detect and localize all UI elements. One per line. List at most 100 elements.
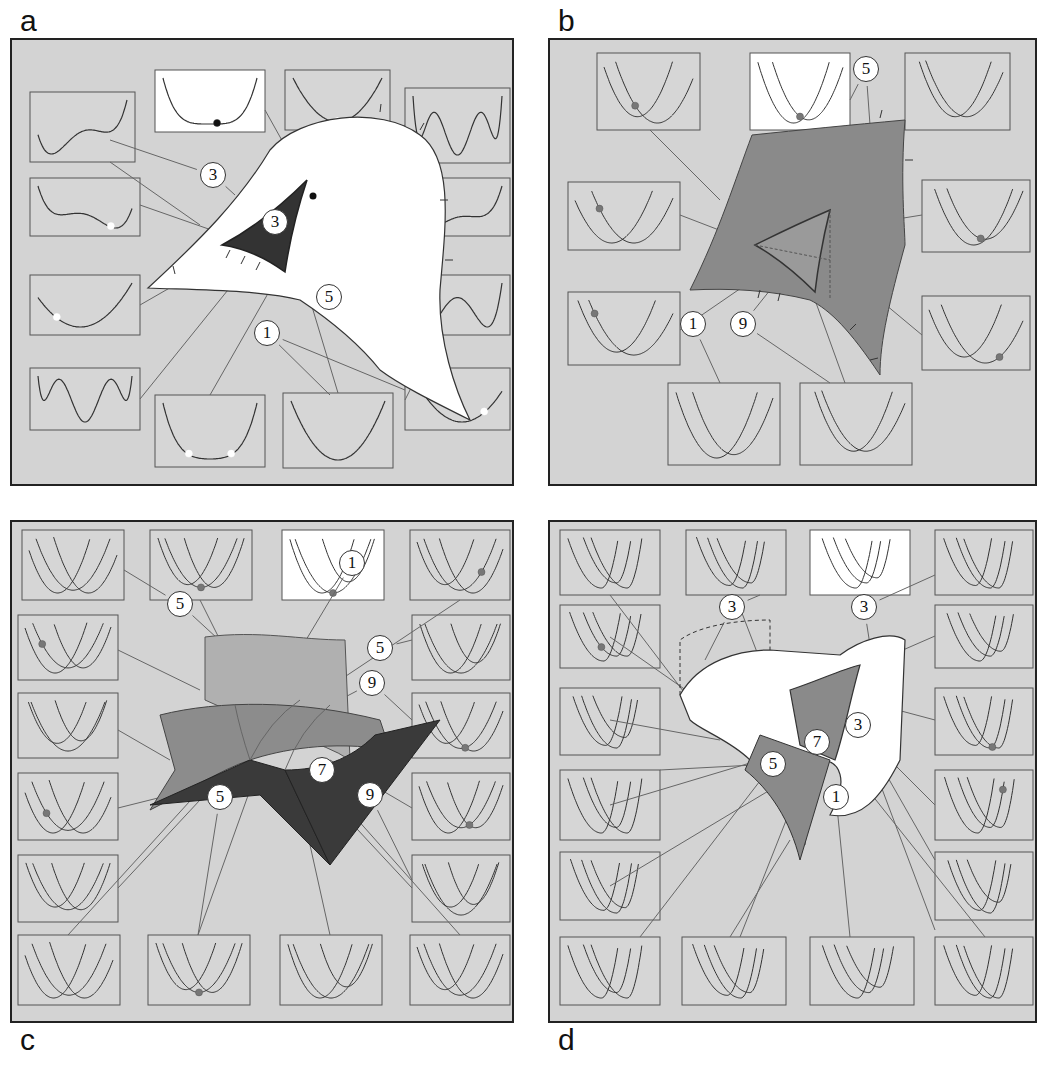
callout-circle: 3 — [262, 209, 288, 235]
callout-number: 7 — [318, 761, 327, 779]
thumbnail-frame — [30, 92, 135, 162]
thumbnail-frame — [750, 53, 850, 130]
callout-circle: 5 — [853, 56, 879, 82]
potential-curve — [948, 860, 996, 910]
callout-number: 7 — [813, 733, 822, 751]
state-dot — [989, 744, 996, 751]
potential-curve — [583, 613, 630, 657]
potential-curve — [441, 701, 503, 751]
leader-line — [110, 140, 197, 170]
potential-curve — [704, 945, 756, 998]
potential-curve — [184, 538, 244, 587]
thumbnail-frame — [935, 605, 1033, 668]
potential-curve — [956, 860, 1005, 913]
state-dot — [43, 810, 50, 817]
potential-curve — [293, 78, 382, 122]
potential-curve — [448, 862, 498, 904]
leader-line — [660, 765, 756, 770]
leader-line — [700, 340, 720, 384]
thumbnail-frame — [155, 395, 265, 467]
potential-curve — [583, 945, 630, 993]
potential-curve — [696, 537, 745, 585]
leader-line — [118, 730, 170, 760]
potential-curve — [947, 189, 1023, 240]
leader-line — [610, 760, 760, 805]
potential-curve — [583, 538, 630, 583]
thumbnail-frame — [155, 70, 265, 132]
potential-curve — [52, 863, 110, 910]
thumbnail-frame — [935, 770, 1033, 840]
potential-curve — [578, 301, 656, 353]
callout-circle: 9 — [730, 311, 756, 337]
thumbnail-frame — [560, 605, 660, 668]
potential-curve — [708, 538, 758, 588]
thumbnail-frame — [597, 53, 700, 130]
leader-line — [730, 840, 790, 937]
leader-line — [118, 650, 200, 690]
callout-number: 1 — [832, 788, 841, 806]
potential-curve — [163, 403, 257, 459]
thumbnail-frame — [18, 773, 118, 840]
callout-circle: 3 — [851, 594, 877, 620]
potential-curve — [926, 61, 1003, 117]
potential-curve — [582, 696, 632, 748]
potential-curve — [947, 613, 996, 661]
thumbnail-frame — [30, 368, 140, 430]
thumbnail-frame — [150, 530, 252, 600]
surface-wedge — [755, 210, 830, 292]
surface-sheet — [690, 120, 905, 375]
potential-curve — [320, 944, 372, 987]
callout-circle: 1 — [339, 550, 365, 576]
leader-line — [757, 334, 830, 384]
callout-circle: 3 — [845, 712, 871, 738]
state-dot — [591, 310, 598, 317]
potential-curve — [570, 612, 621, 661]
thumbnail-frame — [560, 530, 660, 595]
callout-number: 1 — [689, 315, 698, 333]
leader-line — [838, 814, 850, 937]
potential-curve — [417, 539, 474, 584]
thumbnail-frame — [568, 292, 680, 365]
callout-circle: 3 — [719, 594, 745, 620]
tick-marks — [173, 104, 453, 274]
potential-curve — [25, 944, 86, 998]
callout-number: 9 — [739, 315, 748, 333]
potential-curve — [322, 539, 374, 582]
state-dot — [977, 235, 984, 242]
thumbnail-frame — [30, 275, 140, 335]
callout-number: 5 — [376, 639, 385, 657]
thumbnail-frame — [412, 615, 510, 680]
callout-circle: 5 — [367, 635, 393, 661]
potential-curve — [845, 539, 890, 578]
potential-curve — [288, 944, 352, 998]
thumbnail-frame — [560, 688, 660, 755]
potential-curve — [967, 777, 1014, 827]
potential-curve — [439, 539, 503, 594]
callout-number: 9 — [366, 786, 375, 804]
potential-curve — [54, 624, 111, 668]
callout-number: 5 — [769, 755, 778, 773]
callout-number: 3 — [209, 166, 218, 184]
potential-curve — [156, 943, 216, 990]
thumbnail-frame — [18, 855, 118, 922]
potential-curve — [163, 78, 257, 124]
leader-line — [850, 84, 858, 100]
surface-sheet — [148, 117, 470, 420]
thumbnail-frame — [935, 688, 1033, 755]
potential-curve — [616, 62, 693, 123]
panel-letter: d — [558, 1023, 575, 1057]
panel-ground — [548, 38, 1037, 486]
cusp-dot — [310, 193, 317, 200]
potential-curve — [38, 186, 132, 228]
potential-curve — [448, 783, 503, 828]
potential-curve — [568, 538, 618, 588]
potential-curve — [604, 62, 673, 117]
potential-curve — [591, 945, 642, 998]
state-dot — [198, 584, 205, 591]
thumbnail-frame — [412, 855, 510, 922]
state-dot — [996, 354, 1003, 361]
potential-curve — [575, 191, 652, 243]
callout-number: 1 — [263, 324, 272, 342]
callout-circle: 9 — [359, 670, 385, 696]
callout-circle: 5 — [760, 751, 786, 777]
